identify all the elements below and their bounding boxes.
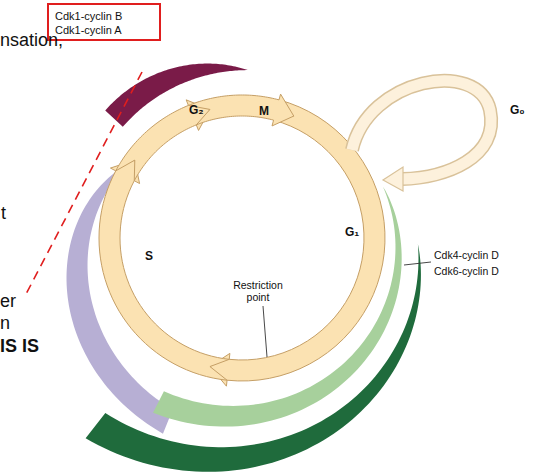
slide-text-fragment: IS IS [0,336,39,357]
restriction-point-leader [263,306,267,357]
slide-text-fragment: er [0,291,16,312]
slide-text-fragment: nsation, [0,30,63,51]
g0-loop-arrowhead [383,167,403,191]
g0-loop [352,81,491,191]
complex-name: Cdk4-cyclin D [434,249,499,261]
complex-name: Cdk6-cyclin D [434,265,499,277]
phase-label: G₁ [345,226,359,240]
highlight-box: Cdk1-cyclin BCdk1-cyclin A [47,3,161,41]
cyclin-d-leader [404,262,431,265]
phase-label: G₂ [189,104,204,118]
g0-loop-band-outline [352,81,491,179]
cycle-phase-arrow [116,100,210,181]
g0-loop-band [352,81,491,179]
dashed-callout-line [24,72,142,298]
complex-name: Cdk1-cyclin B [55,9,159,23]
cycle-phase-arrow [99,160,229,380]
phase-label: M [259,105,269,119]
phase-label: S [145,250,153,264]
phase-label: G₀ [510,104,525,118]
slide-text-fragment: n [0,313,10,334]
cycle-phase-arrow [188,94,293,126]
checkpoint-label: Restriction point [226,279,290,303]
slide-text-fragment: t [1,203,6,224]
complex-name: Cdk1-cyclin A [55,23,159,37]
